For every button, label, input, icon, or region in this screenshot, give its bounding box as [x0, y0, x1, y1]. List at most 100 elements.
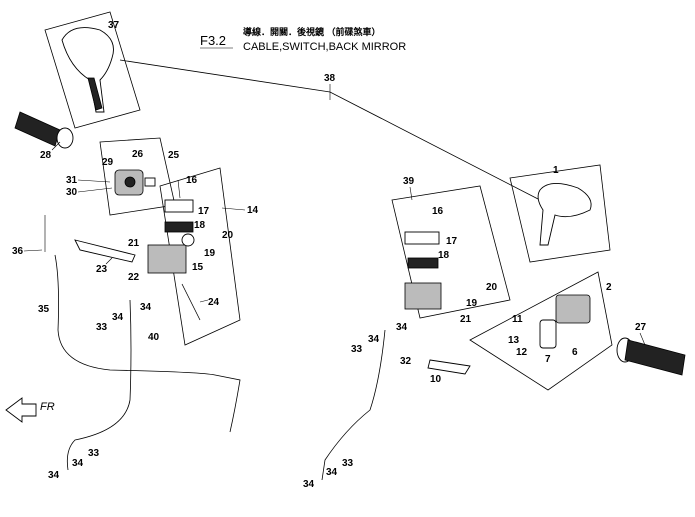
callout-12: 12 — [516, 347, 528, 358]
left-banjo — [181, 233, 195, 247]
left-screw — [177, 179, 181, 199]
left-hose — [181, 283, 201, 321]
left-lever-group: 23 36 — [12, 215, 136, 275]
mirror-right — [537, 183, 592, 246]
right-cap — [404, 231, 440, 245]
callout-21a: 21 — [128, 238, 140, 249]
cable-40 — [66, 299, 132, 471]
callout-32: 32 — [400, 356, 412, 367]
grip-right — [624, 339, 686, 376]
callout-20b: 20 — [486, 282, 498, 293]
callout-25: 25 — [168, 150, 180, 161]
right-switch-group: 2 11 13 12 7 6 — [469, 271, 613, 391]
title-en: CABLE,SWITCH,BACK MIRROR — [243, 41, 406, 53]
callout-7: 7 — [545, 354, 551, 365]
leader-23 — [105, 257, 113, 265]
callout-1: 1 — [553, 165, 559, 176]
callout-38: 38 — [324, 73, 336, 84]
callout-34f: 34 — [396, 322, 408, 333]
grip-left — [14, 111, 61, 147]
callout-34d: 34 — [72, 458, 84, 469]
callout-40: 40 — [148, 332, 160, 343]
callout-19b: 19 — [466, 298, 478, 309]
callout-2: 2 — [606, 282, 612, 293]
right-switch-housing — [539, 319, 557, 349]
callout-17a: 17 — [198, 206, 210, 217]
left-reservoir — [147, 244, 187, 274]
cable-32 — [321, 329, 386, 481]
title-cn: 導線．開關．後視鏡 （前碟煞車） — [243, 26, 381, 37]
leader-30 — [77, 187, 113, 193]
callout-11: 11 — [512, 314, 523, 325]
callout-30: 30 — [66, 187, 78, 198]
callout-33d: 33 — [342, 458, 354, 469]
right-master-cylinder-group: 39 16 17 18 20 19 21 10 — [391, 176, 511, 385]
callout-26: 26 — [132, 149, 144, 160]
mirror-left-group: 37 — [44, 11, 141, 129]
leader-14 — [221, 207, 246, 211]
left-switch-knob — [124, 176, 136, 188]
callout-15: 15 — [192, 262, 204, 273]
callout-39: 39 — [403, 176, 415, 187]
leader-27 — [639, 332, 646, 346]
leader-28 — [51, 141, 61, 151]
left-master-cylinder-group: 14 16 17 18 20 21 19 22 15 24 — [128, 167, 259, 346]
left-cap — [164, 199, 194, 213]
callout-24: 24 — [208, 297, 220, 308]
mirror-right-box — [509, 164, 611, 263]
figure-code: F3.2 — [200, 33, 226, 48]
leader-39 — [409, 186, 413, 201]
fr-direction-group: FR — [5, 397, 55, 423]
callout-28: 28 — [40, 150, 52, 161]
grip-right-group: 27 — [616, 322, 686, 376]
callout-14: 14 — [247, 205, 259, 216]
callout-33a: 33 — [96, 322, 108, 333]
mirror-left-box — [44, 11, 141, 129]
mirror-left — [61, 27, 114, 113]
callout-22: 22 — [128, 272, 140, 283]
callout-34g: 34 — [303, 479, 315, 490]
callout-37: 37 — [108, 20, 120, 31]
callout-6: 6 — [572, 347, 578, 358]
callout-20a: 20 — [222, 230, 234, 241]
leader-31 — [77, 179, 111, 183]
right-switch-box — [469, 271, 613, 391]
callout-31: 31 — [66, 175, 78, 186]
leader-24 — [199, 299, 209, 303]
callout-16b: 16 — [432, 206, 444, 217]
callout-36: 36 — [12, 246, 24, 257]
grip-left-end — [56, 127, 74, 149]
callout-33b: 33 — [88, 448, 100, 459]
left-lever — [74, 239, 136, 263]
callout-34h: 34 — [326, 467, 338, 478]
cable-35 — [54, 254, 241, 433]
left-switch-button — [144, 177, 156, 187]
callout-18b: 18 — [438, 250, 450, 261]
mirror-right-group: 1 — [509, 164, 611, 263]
right-cables-group: 32 33 34 34 34 34 33 — [303, 322, 412, 490]
left-diaphragm — [164, 221, 194, 233]
callout-13: 13 — [508, 335, 520, 346]
callout-29: 29 — [102, 157, 114, 168]
right-reservoir — [404, 282, 442, 310]
callout-34e: 34 — [368, 334, 380, 345]
callout-34b: 34 — [140, 302, 152, 313]
leader-36 — [23, 249, 43, 252]
callout-16a: 16 — [186, 175, 198, 186]
right-master-box — [391, 185, 511, 319]
right-diaphragm — [407, 257, 439, 269]
callout-19a: 19 — [204, 248, 216, 259]
fr-label: FR — [40, 401, 55, 413]
callout-34c: 34 — [48, 470, 60, 481]
callout-21b: 21 — [460, 314, 472, 325]
callout-33c: 33 — [351, 344, 363, 355]
right-switch-body — [555, 294, 591, 324]
left-switch-group: 29 26 25 31 30 — [66, 137, 180, 216]
callout-10: 10 — [430, 374, 442, 385]
left-master-box — [159, 167, 241, 346]
callout-35: 35 — [38, 304, 50, 315]
callout-17b: 17 — [446, 236, 458, 247]
left-cables-group: 35 40 33 34 34 34 34 33 — [38, 254, 241, 481]
